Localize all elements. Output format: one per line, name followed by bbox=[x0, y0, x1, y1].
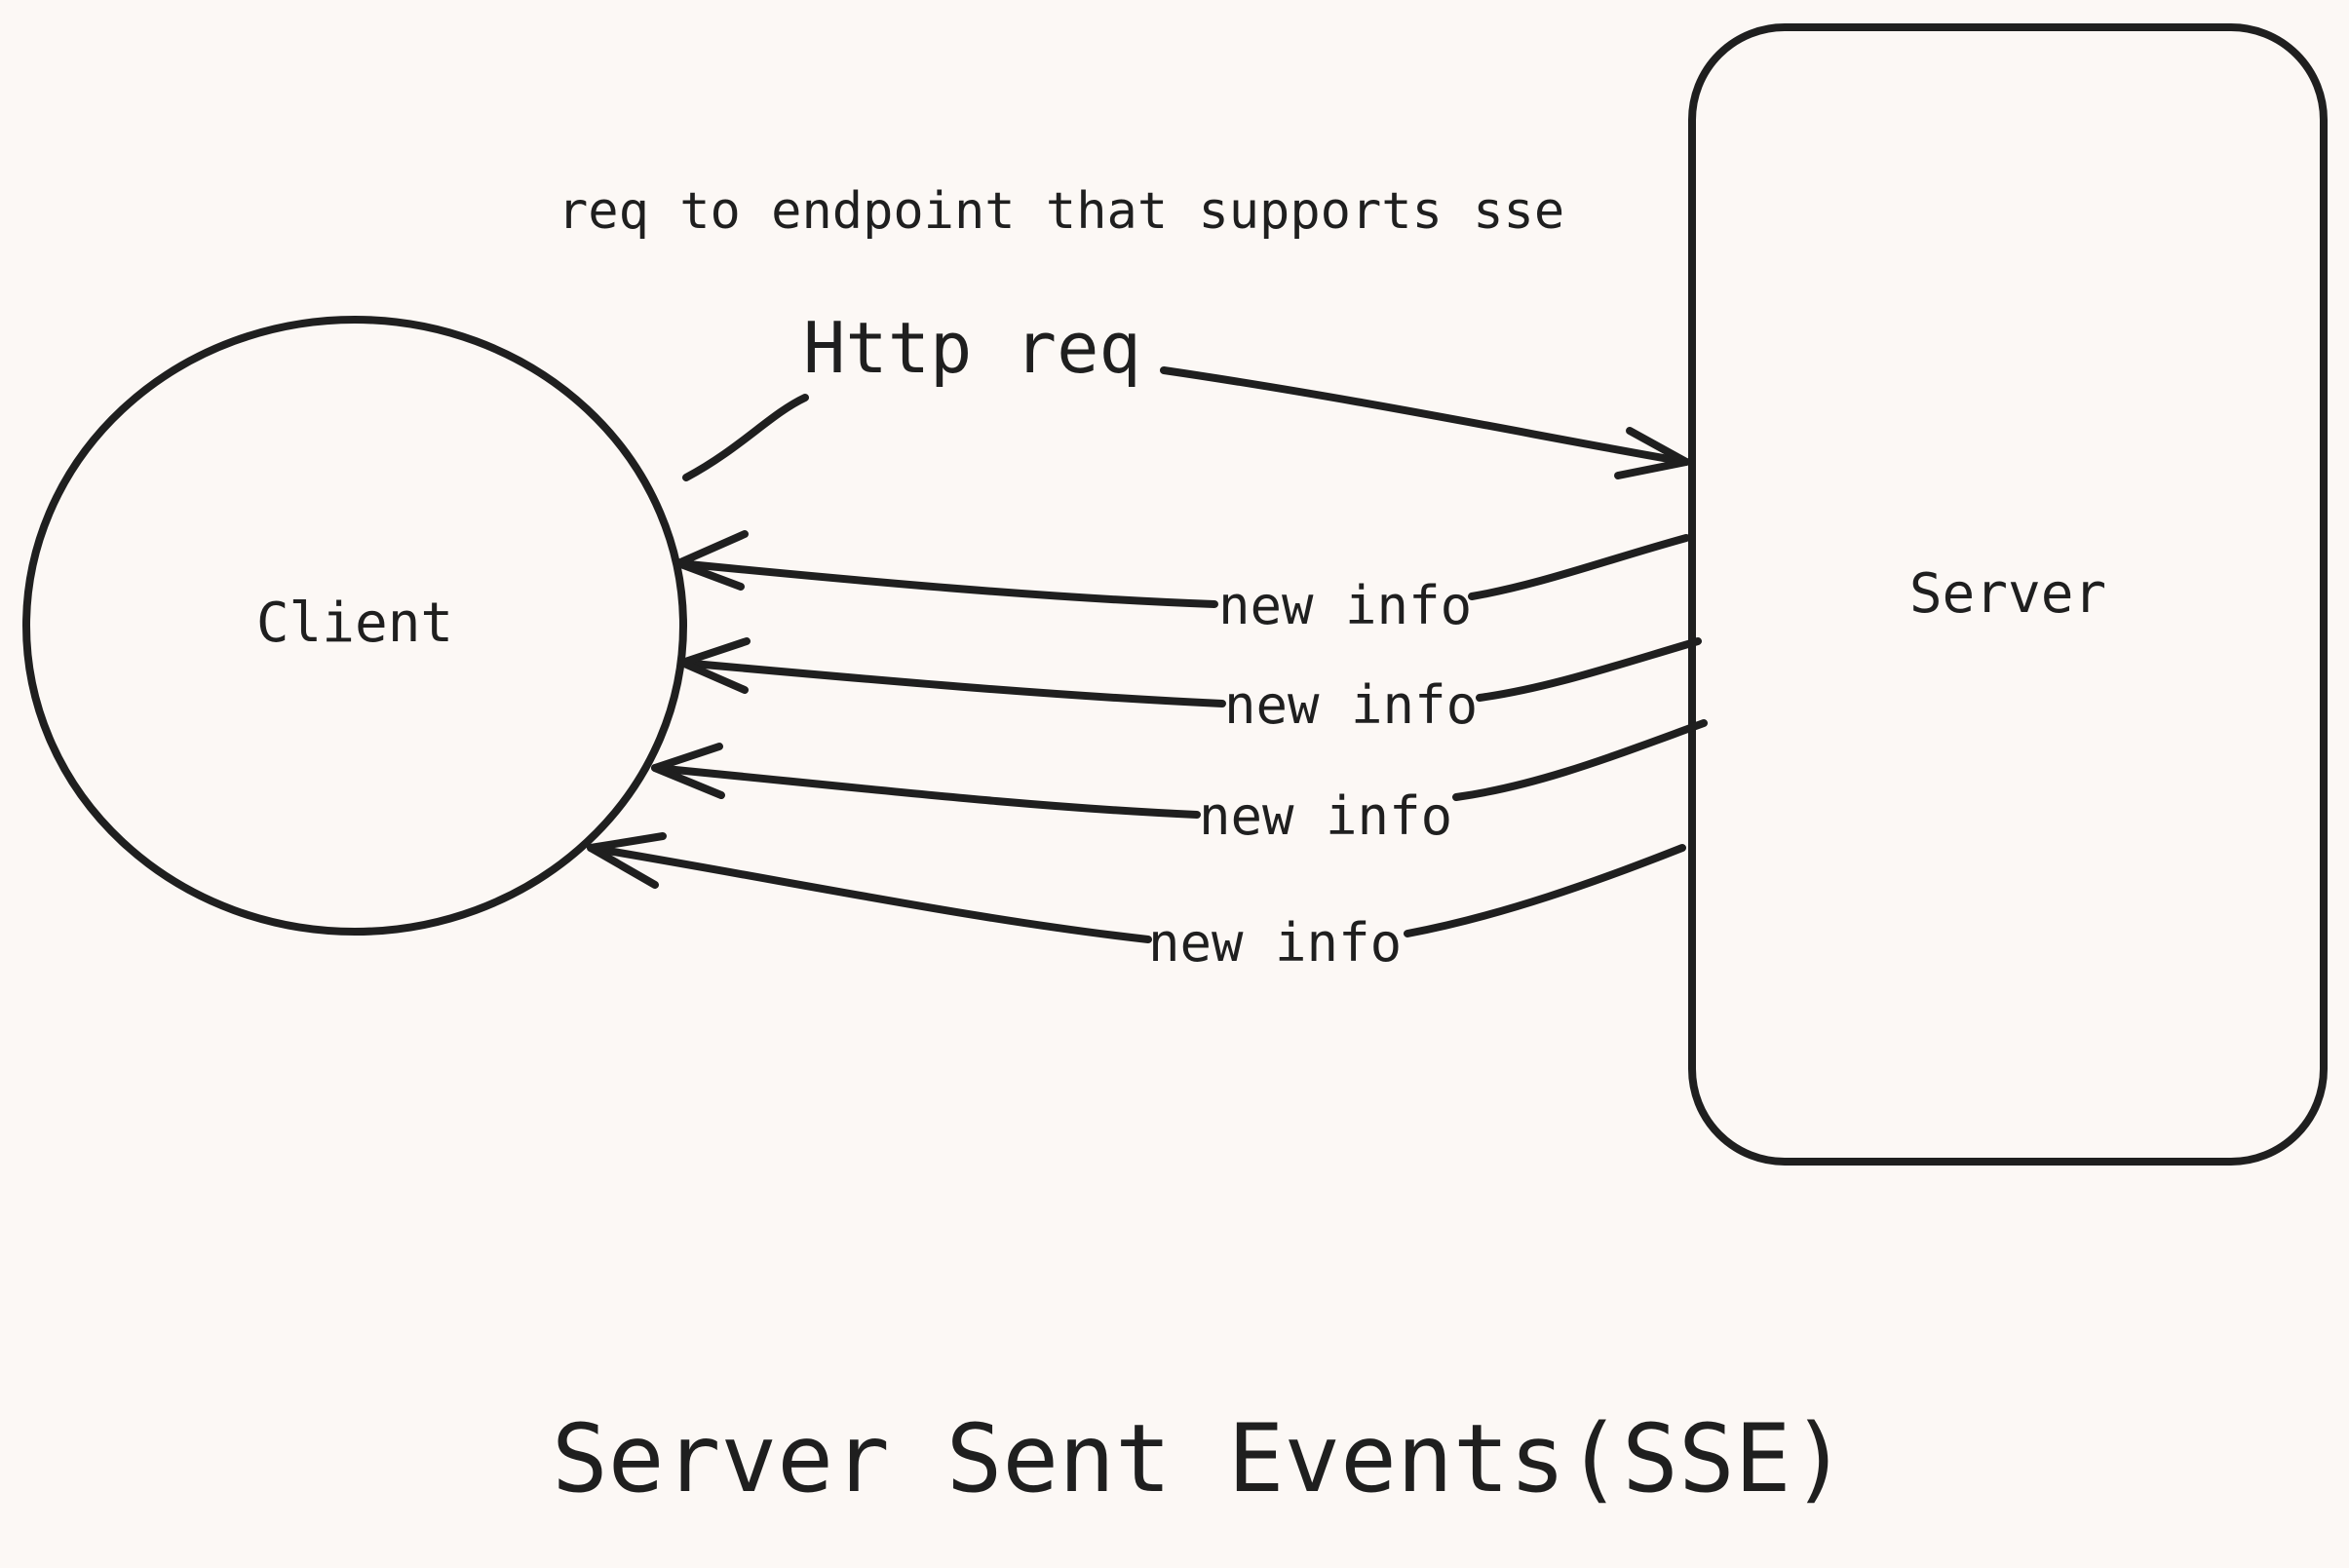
diagram-title: Server Sent Events(SSE) bbox=[552, 1404, 1847, 1513]
response-arrow-1-right-segment bbox=[1468, 534, 1690, 600]
response-arrow-4-right-segment bbox=[1404, 844, 1686, 937]
response-arrow-1-arrowhead bbox=[674, 530, 749, 591]
response-arrow-3 bbox=[651, 719, 1708, 819]
response-arrow-2-left-segment bbox=[678, 659, 1226, 708]
response-arrow-3-right-segment bbox=[1452, 719, 1708, 801]
response-label-4: new info bbox=[1148, 912, 1402, 974]
http-request-arrow bbox=[682, 366, 1690, 481]
response-label-2: new info bbox=[1224, 674, 1478, 736]
http-request-arrow-line bbox=[1160, 366, 1690, 466]
endpoint-annotation: req to endpoint that supports sse bbox=[558, 182, 1564, 241]
response-arrow-3-left-segment bbox=[651, 764, 1201, 819]
server-node-label: Server bbox=[1909, 562, 2106, 626]
client-node-shape[interactable] bbox=[22, 316, 687, 936]
http-request-arrowhead bbox=[1614, 427, 1690, 479]
http-request-label: Http req bbox=[803, 307, 1141, 389]
response-arrow-2 bbox=[678, 637, 1702, 708]
response-label-3: new info bbox=[1199, 785, 1452, 847]
server-node-shape[interactable] bbox=[1688, 23, 2328, 1166]
response-arrow-2-arrowhead bbox=[678, 637, 751, 694]
response-arrow-3-arrowhead bbox=[651, 743, 725, 799]
response-arrow-2-right-segment bbox=[1476, 637, 1702, 702]
response-arrow-4-arrowhead bbox=[587, 832, 667, 889]
client-node-label: Client bbox=[256, 592, 453, 655]
http-request-arrow-tail bbox=[682, 394, 809, 481]
response-arrow-4 bbox=[587, 832, 1686, 943]
response-label-1: new info bbox=[1218, 575, 1472, 636]
response-arrow-4-left-segment bbox=[587, 844, 1152, 943]
response-arrow-1 bbox=[674, 530, 1690, 608]
response-arrow-1-left-segment bbox=[674, 559, 1218, 608]
